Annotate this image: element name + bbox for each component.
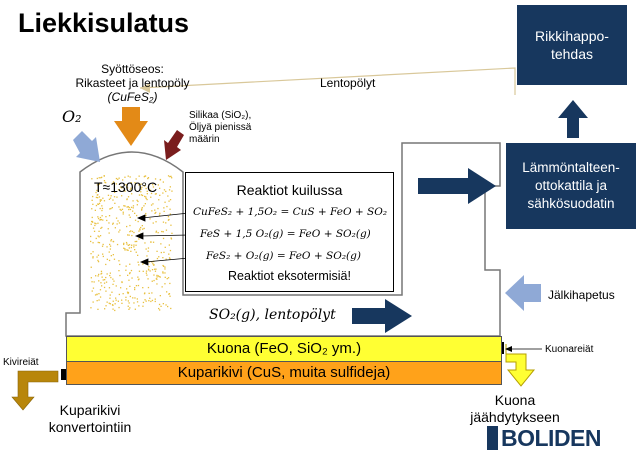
acid-plant-arrow [558, 100, 588, 138]
boiler-inlet-arrow [418, 168, 496, 204]
reaction-equation-3: FeS₂ + O₂(g) = FeO + SO₂(g) [206, 250, 361, 262]
matte-tap-label: Kivireiät [3, 357, 39, 368]
oxygen-label: O₂ [62, 107, 82, 126]
boiler-box: Lämmöntalteen- ottokattila ja sähkösuoda… [506, 143, 636, 229]
flue-dust-return-line [139, 67, 516, 95]
reactions-box: Reaktiot kuilussa CuFeS₂ + 1,5O₂ = CuS +… [185, 172, 394, 292]
afterburn-arrow [505, 275, 541, 311]
silica-arrow [164, 130, 184, 160]
feed-label: Syöttöseos: Rikasteet ja lentopöly (CuFe… [75, 62, 190, 104]
slag-layer: Kuona (FeO, SiO₂ ym.) [66, 336, 502, 362]
slag-output-label: Kuona jäähdytykseen [470, 392, 560, 425]
afterburn-label: Jälkihapetus [548, 288, 615, 302]
slag-tap-label: Kuonareiät [545, 344, 594, 355]
flue-dust-return-arrowhead [140, 83, 150, 93]
acid-plant-box: Rikkihappo- tehdas [517, 5, 627, 85]
feed-arrow [114, 107, 148, 146]
logo-mark [487, 426, 498, 450]
silica-label: Silikaa (SiO₂), Öljyä pienissä määrin [189, 110, 252, 145]
flue-dust-label: Lentopölyt [320, 76, 376, 90]
reaction-arrow-1 [141, 212, 190, 219]
so2-label: SO₂(g), lentopölyt [209, 307, 336, 323]
matte-out-arrow [11, 370, 59, 411]
boliden-logo: BOLIDEN [501, 425, 602, 451]
matte-layer: Kuparikivi (CuS, muita sulfideja) [66, 361, 502, 385]
reactions-heading: Reaktiot kuilussa [236, 182, 343, 198]
reactions-note: Reaktiot eksotermisiä! [228, 269, 351, 283]
reaction-equation-1: CuFeS₂ + 1,5O₂ = CuS + FeO + SO₂ [193, 206, 388, 218]
matte-output-label: Kuparikivi konvertointiin [48, 402, 132, 435]
dust-particles [90, 175, 173, 312]
page-title: Liekkisulatus [18, 8, 190, 38]
reaction-equation-2: FeS + 1,5 O₂(g) = FeO + SO₂(g) [200, 228, 371, 240]
slag-out-arrow [505, 344, 536, 387]
so2-arrow [352, 299, 412, 333]
reaction-arrow-3 [144, 257, 190, 263]
o2-arrow [73, 131, 100, 162]
reaction-arrow-2 [139, 234, 190, 237]
matte-tap-hole [61, 369, 66, 380]
temperature-label: T≈1300°C [94, 179, 158, 195]
